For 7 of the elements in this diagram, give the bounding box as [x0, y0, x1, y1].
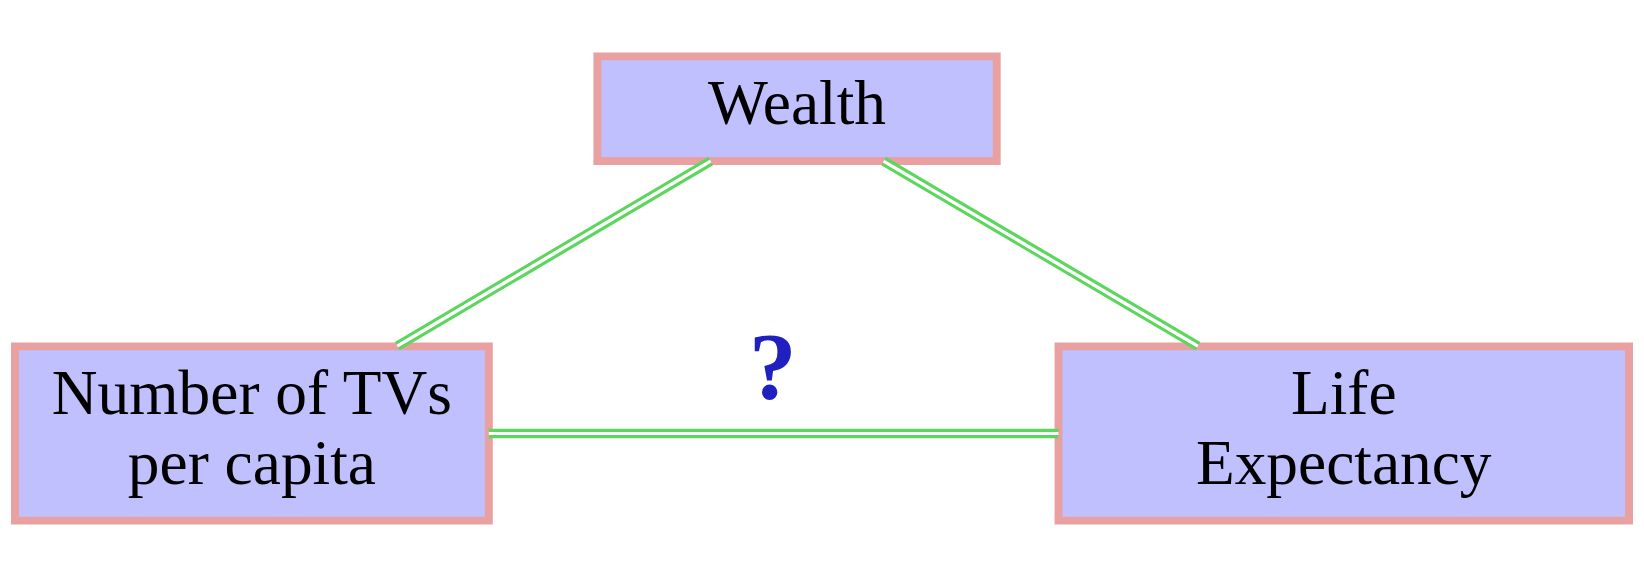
- edge-label: ?: [749, 313, 797, 420]
- node-box: Life Expectancy: [1054, 342, 1633, 525]
- connector: [881, 157, 1201, 351]
- connector: [394, 157, 714, 351]
- connector: [488, 428, 1059, 439]
- node-box: Number of TVs per capita: [11, 342, 493, 525]
- node-box: Wealth: [593, 52, 1001, 165]
